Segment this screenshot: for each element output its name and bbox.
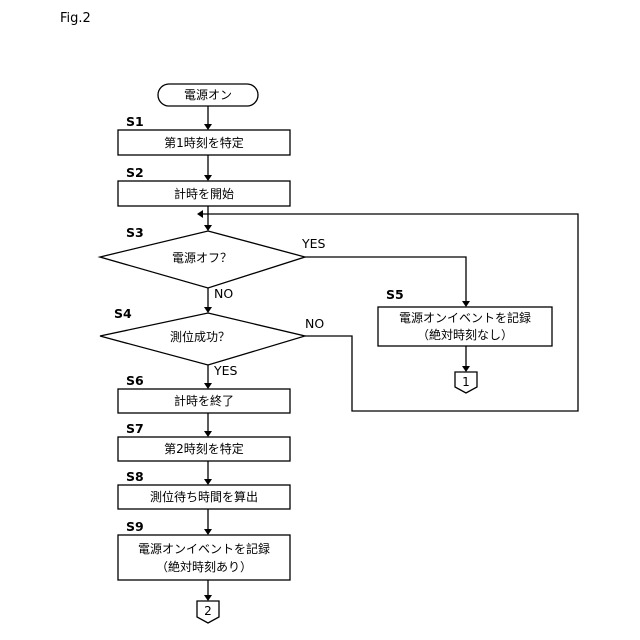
process-label-s6: 計時を終了	[174, 393, 234, 408]
step-label-s6: S6	[126, 373, 144, 388]
step-label-s3: S3	[126, 225, 144, 240]
process-box-s6: 計時を終了	[118, 389, 290, 413]
branch-label-s4-yes: YES	[213, 363, 238, 378]
step-label-s7: S7	[126, 421, 144, 436]
connector-label-2: 2	[204, 604, 212, 618]
process-box-s9: 電源オンイベントを記録 （絶対時刻あり）	[118, 535, 290, 580]
start-terminal: 電源オン	[158, 84, 258, 106]
process-box-s5: 電源オンイベントを記録 （絶対時刻なし）	[378, 307, 552, 346]
step-label-s9: S9	[126, 519, 144, 534]
process-label-s1: 第1時刻を特定	[164, 135, 244, 150]
step-label-s2: S2	[126, 165, 144, 180]
step-label-s1: S1	[126, 114, 144, 129]
offpage-connector-2: 2	[197, 601, 219, 623]
process-label-s9-line1: 電源オンイベントを記録	[138, 541, 270, 556]
offpage-connector-1: 1	[455, 372, 477, 393]
figure-label: Fig.2	[60, 11, 91, 26]
branch-label-s3-no: NO	[214, 286, 233, 301]
process-box-s7: 第2時刻を特定	[118, 437, 290, 461]
step-label-s5: S5	[386, 287, 404, 302]
step-label-s4: S4	[114, 306, 132, 321]
branch-label-s3-yes: YES	[301, 236, 326, 251]
step-label-s8: S8	[126, 469, 144, 484]
branch-label-s4-no: NO	[305, 316, 324, 331]
process-label-s7: 第2時刻を特定	[164, 441, 244, 456]
process-label-s5-line2: （絶対時刻なし）	[417, 327, 513, 342]
connector-label-1: 1	[462, 375, 470, 389]
process-box-s2: 計時を開始	[118, 181, 290, 206]
decision-label-s3: 電源オフ？	[172, 251, 232, 265]
start-terminal-label: 電源オン	[184, 88, 232, 102]
process-label-s8: 測位待ち時間を算出	[150, 489, 258, 504]
decision-label-s4: 測位成功？	[170, 329, 230, 344]
process-label-s5-line1: 電源オンイベントを記録	[399, 310, 531, 325]
process-box-s1: 第1時刻を特定	[118, 130, 290, 155]
process-label-s2: 計時を開始	[174, 186, 234, 201]
process-label-s9-line2: （絶対時刻あり）	[156, 559, 252, 574]
process-box-s8: 測位待ち時間を算出	[118, 485, 290, 509]
flow-lines	[203, 106, 578, 595]
